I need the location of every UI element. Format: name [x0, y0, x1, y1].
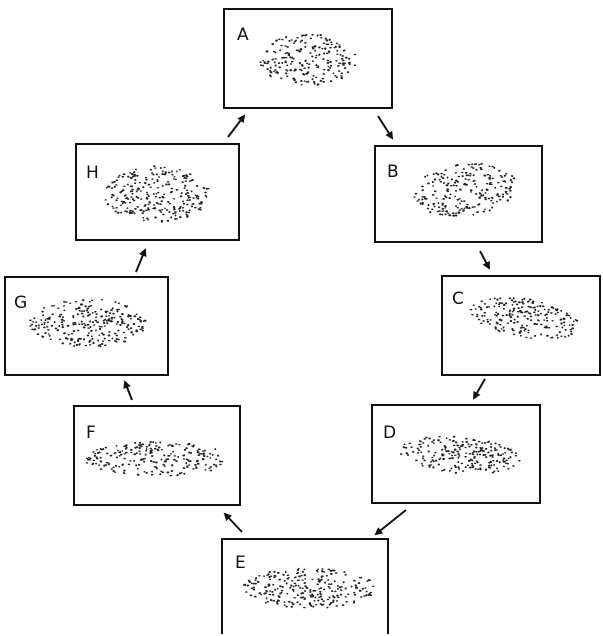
arrow-b-to-c [479, 250, 490, 270]
panel-c-dot-cloud [469, 297, 579, 339]
panel-b-dot-cloud [413, 162, 516, 217]
panel-c-frame [441, 275, 601, 376]
panel-e: E [221, 538, 389, 634]
panel-e-dot-cloud [242, 567, 375, 609]
panel-g-label: G [14, 293, 27, 313]
panel-h-dot-cloud [104, 165, 210, 223]
panel-d-label: D [383, 423, 396, 443]
panel-c-label: C [452, 289, 464, 309]
arrow-e-to-f [223, 512, 243, 533]
panel-a-frame [223, 8, 393, 109]
arrow-a-to-b [377, 115, 394, 140]
panel-g-dot-cloud [29, 298, 147, 348]
panel-h: H [75, 143, 240, 241]
arrow-f-to-g [123, 380, 133, 401]
panel-h-frame [75, 143, 240, 241]
panel-d-dot-cloud [399, 435, 521, 474]
panel-a: A [223, 8, 393, 109]
panel-f-dot-cloud [85, 441, 224, 477]
panel-e-frame [221, 538, 389, 634]
panel-f: F [73, 405, 241, 506]
panel-f-frame [73, 405, 241, 506]
arrow-g-to-h [135, 248, 147, 273]
panel-f-label: F [86, 423, 96, 443]
arrow-c-to-d [472, 378, 486, 400]
panel-b-frame [374, 145, 543, 243]
panel-b: B [374, 145, 543, 243]
panel-d-frame [371, 404, 541, 504]
panel-c: C [441, 275, 601, 376]
panel-a-label: A [237, 25, 249, 45]
panel-h-label: H [86, 163, 99, 183]
panel-e-label: E [235, 553, 246, 573]
arrow-d-to-e [374, 509, 407, 536]
panel-g-frame [4, 276, 169, 376]
arrow-h-to-a [227, 114, 246, 138]
panel-g: G [4, 276, 169, 376]
panel-b-label: B [387, 162, 399, 182]
panel-d: D [371, 404, 541, 504]
panel-a-dot-cloud [259, 33, 357, 86]
